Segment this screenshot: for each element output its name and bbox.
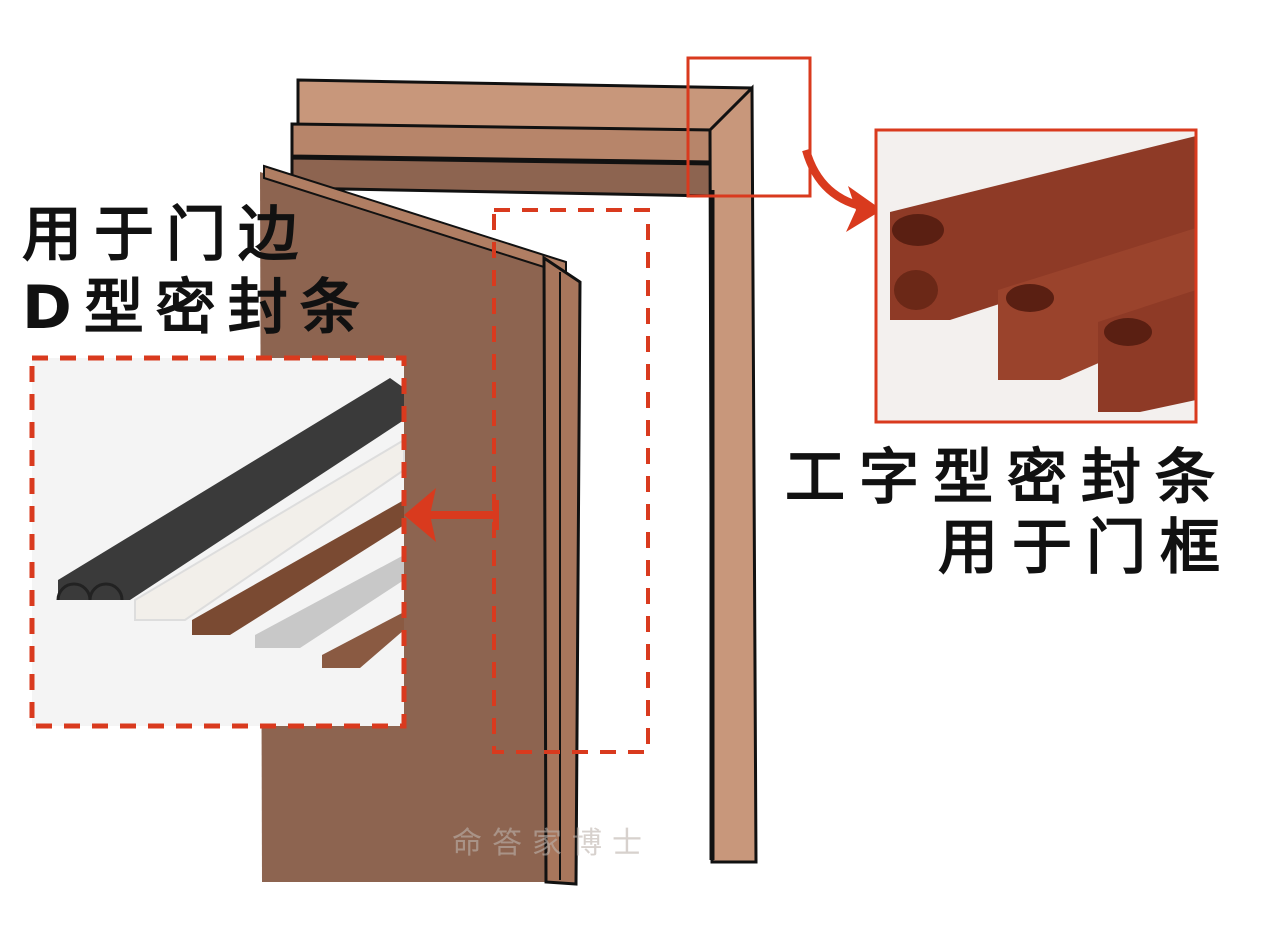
d-strip-label-line1: 用于门边	[22, 200, 310, 270]
i-strip-middle-tube	[1006, 284, 1054, 312]
arrow-to-d-strip	[404, 488, 499, 542]
i-strip-middle	[998, 228, 1196, 380]
d-strip-label-line2: D型密封条	[22, 273, 372, 343]
d-strip-inset	[29, 355, 407, 729]
d-strip-small-brown	[322, 612, 404, 668]
i-strip-label-line1: 工字型密封条	[785, 443, 1229, 513]
d-strip-black	[58, 378, 404, 600]
frame-corner-highlight-box	[686, 56, 812, 198]
arrow-to-i-strip	[802, 148, 882, 232]
watermark: 命答家博士	[452, 826, 652, 861]
i-strip-large	[890, 136, 1196, 320]
door-leaf-side-edge	[542, 255, 582, 886]
arrow-head-right	[846, 186, 882, 232]
arrow-head	[404, 488, 436, 542]
frame-top-inner	[290, 156, 714, 198]
i-strip-small-tube	[1104, 318, 1152, 346]
door-edge-highlight-box	[492, 208, 650, 754]
d-strip-black-profile	[56, 582, 124, 601]
d-strip-white	[134, 438, 405, 621]
i-strip-inset-frame	[874, 128, 1198, 424]
i-strip-inset	[874, 128, 1198, 424]
i-strip-label-line2: 用于门框	[938, 513, 1234, 583]
door-frame	[290, 78, 758, 864]
i-strip-large-bulb	[894, 270, 938, 310]
d-strip-inset-frame	[29, 355, 407, 729]
d-strip-grey	[255, 555, 404, 648]
frame-right-jamb	[708, 84, 758, 864]
d-strip-brown	[192, 500, 404, 635]
i-strip-large-tube	[892, 214, 944, 246]
frame-top-rebate	[290, 122, 714, 164]
